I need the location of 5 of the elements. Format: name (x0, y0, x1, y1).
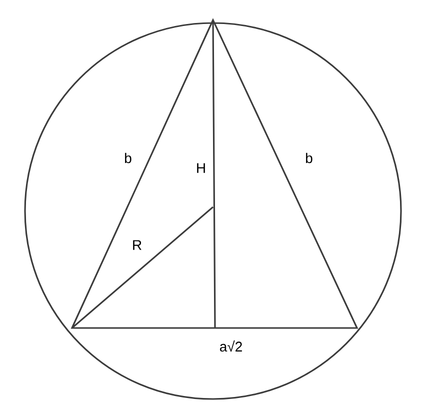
side-label: b (125, 152, 132, 164)
base-label: a√2 (220, 340, 242, 352)
height-label: H (197, 163, 205, 173)
radius-label: R (133, 240, 142, 250)
side-label: b (306, 152, 312, 164)
